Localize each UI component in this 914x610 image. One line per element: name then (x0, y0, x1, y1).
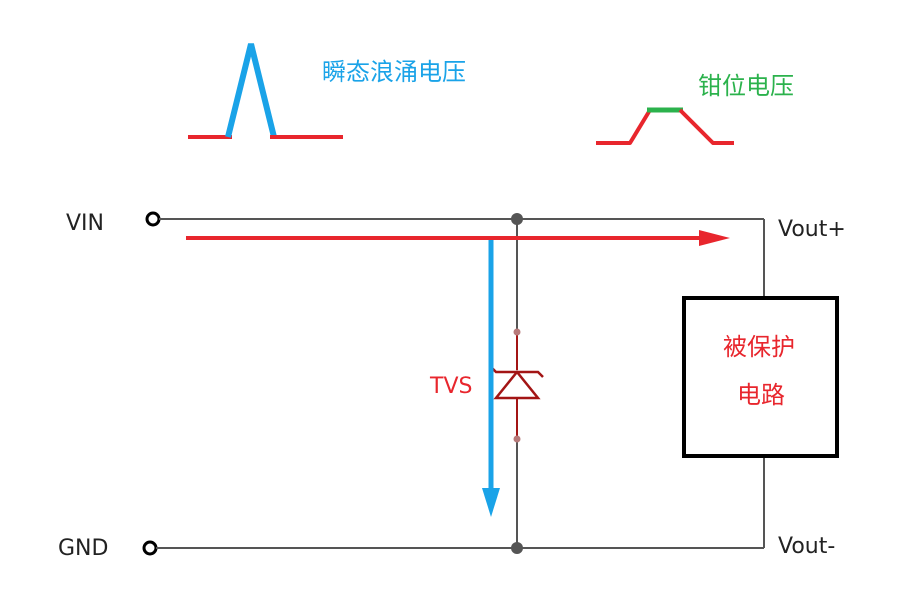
red-current-arrow-head (699, 230, 730, 246)
tvs-lower-pin (513, 435, 521, 443)
vout-plus-label: Vout+ (778, 217, 846, 242)
protected-circuit-label-line2: 电路 (737, 381, 785, 409)
tvs-triangle (493, 370, 541, 400)
bottom-junction (511, 542, 523, 554)
vin-terminal (145, 211, 161, 227)
clamp-label: 钳位电压 (698, 72, 794, 100)
gnd-terminal (142, 540, 158, 556)
blue-surge-arrow-head (482, 488, 500, 517)
surge-spike (225, 43, 277, 138)
protected-circuit-label-line1: 被保护 (723, 333, 795, 361)
surge-label: 瞬态浪涌电压 (322, 58, 466, 86)
surge-waveform (188, 43, 343, 139)
tvs-diode-symbol (490, 366, 544, 400)
vout-minus-label: Vout- (778, 534, 835, 559)
clamp-right-ramp (678, 108, 734, 145)
tvs-label: TVS (429, 374, 472, 399)
gnd-label: GND (58, 536, 108, 561)
tvs-upper-pin (513, 328, 521, 336)
vin-label: VIN (66, 211, 104, 236)
protected-circuit-box (682, 296, 839, 458)
clamp-waveform (596, 107, 734, 145)
top-junction (511, 213, 523, 225)
clamp-left-ramp (596, 108, 652, 145)
